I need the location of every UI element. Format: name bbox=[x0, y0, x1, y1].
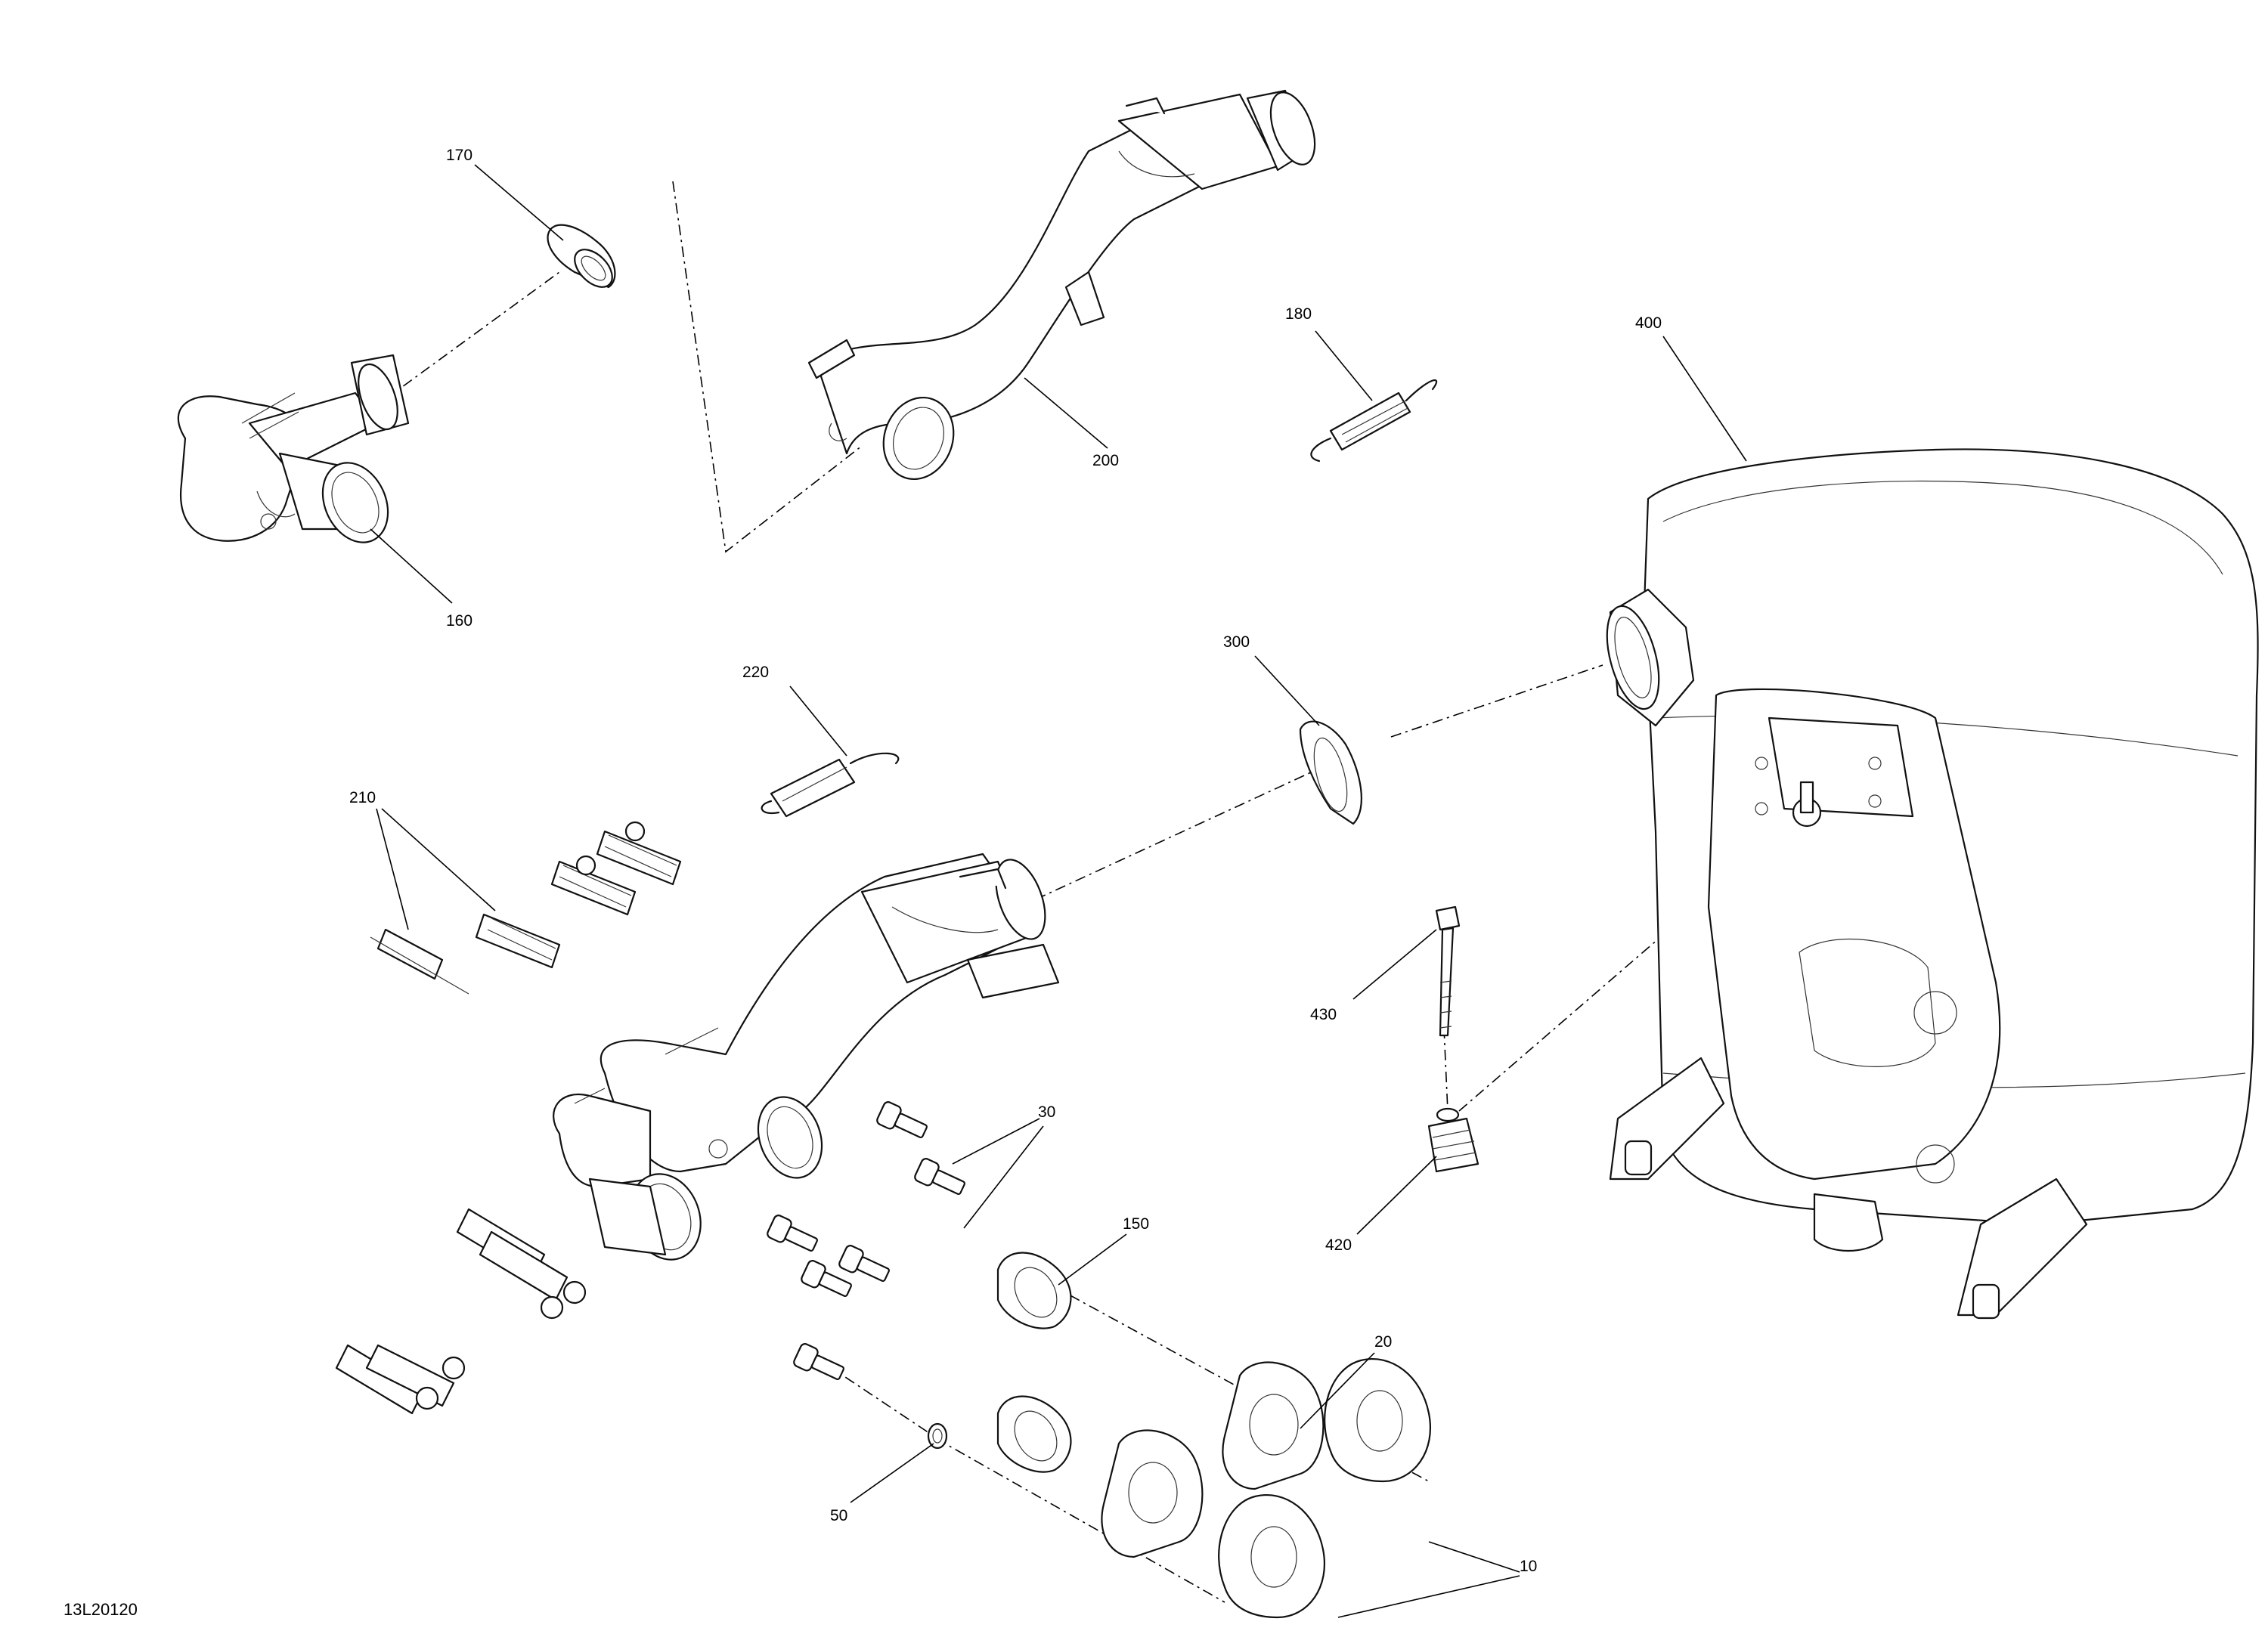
part-420-grommet bbox=[1427, 1107, 1479, 1173]
part-20-gaskets bbox=[1101, 1361, 1325, 1558]
part-210-springs bbox=[370, 821, 682, 995]
callout-20: 20 bbox=[1374, 1333, 1392, 1351]
part-170-sealing-ring bbox=[547, 224, 616, 289]
reference-code: 13L20120 bbox=[64, 1600, 138, 1619]
part-30-bolts bbox=[767, 1101, 965, 1381]
part-10-flanges bbox=[1218, 1358, 1431, 1619]
part-400-muffler bbox=[1606, 448, 2259, 1320]
callout-220: 220 bbox=[742, 664, 769, 681]
callout-180: 180 bbox=[1285, 305, 1312, 323]
lower-springs bbox=[335, 1208, 587, 1415]
callout-50: 50 bbox=[830, 1507, 847, 1524]
part-160-y-pipe bbox=[177, 354, 410, 543]
part-180-spring bbox=[1310, 379, 1438, 463]
lower-header-assembly bbox=[553, 853, 1060, 1261]
callout-160: 160 bbox=[446, 612, 472, 630]
part-300-ring bbox=[1299, 720, 1362, 825]
callout-210: 210 bbox=[349, 789, 376, 806]
callout-150: 150 bbox=[1123, 1215, 1149, 1233]
callout-300: 300 bbox=[1223, 633, 1250, 651]
callout-30: 30 bbox=[1038, 1103, 1055, 1121]
part-430-bolt bbox=[1435, 905, 1461, 1037]
callout-10: 10 bbox=[1520, 1558, 1537, 1575]
callout-170: 170 bbox=[446, 147, 472, 164]
part-150-rings bbox=[996, 1252, 1072, 1473]
callout-420: 420 bbox=[1325, 1236, 1352, 1254]
part-50-washer bbox=[927, 1422, 948, 1450]
callout-200: 200 bbox=[1092, 452, 1119, 469]
callout-430: 430 bbox=[1310, 1006, 1337, 1023]
leader-lines bbox=[370, 164, 1747, 1618]
callouts: 170 160 200 180 400 220 210 300 430 30 1… bbox=[349, 147, 1662, 1575]
part-220-clip-spring bbox=[761, 752, 900, 818]
callout-400: 400 bbox=[1635, 314, 1662, 332]
part-200-header-pipe bbox=[807, 89, 1316, 481]
